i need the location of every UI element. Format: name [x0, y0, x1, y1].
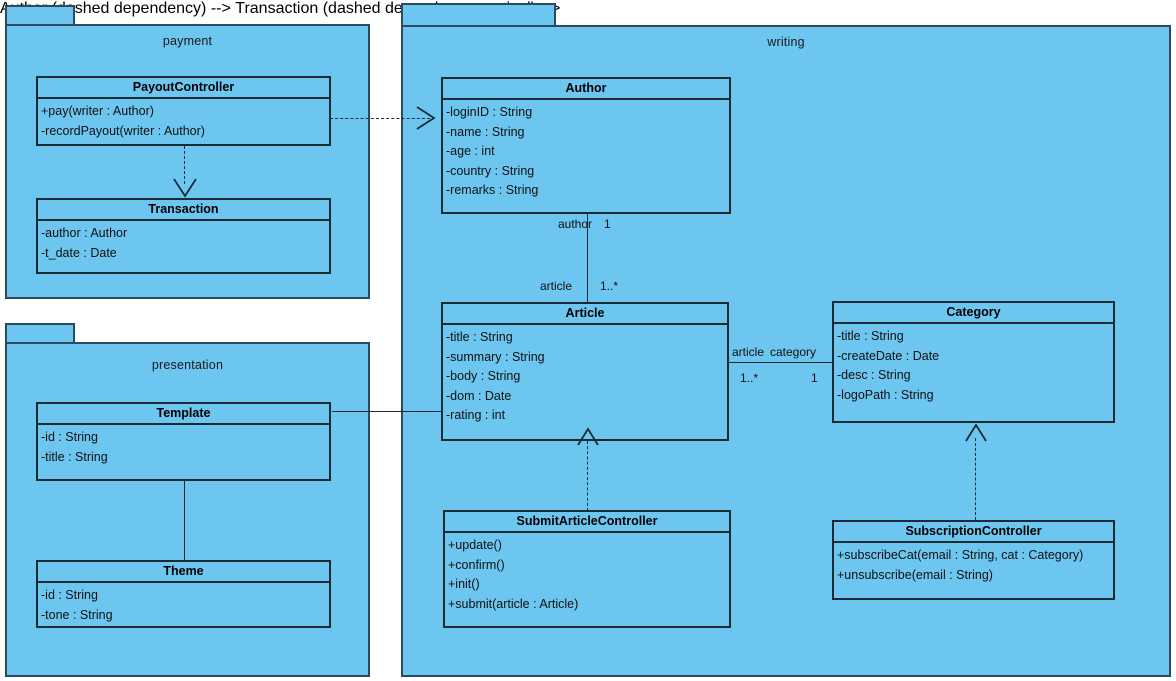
class-article[interactable]: Article -title : String -summary : Strin… — [441, 302, 729, 441]
class-member: -rating : int — [446, 408, 506, 422]
connector-template-theme — [184, 481, 185, 560]
class-member: -title : String — [41, 449, 108, 464]
class-member: -title : String — [837, 329, 904, 343]
connector-author-article — [587, 214, 588, 304]
connector-subscriptioncontroller-category — [975, 438, 976, 520]
class-article-members: -title : String -summary : String -body … — [443, 325, 727, 426]
package-writing-title: writing — [767, 35, 805, 49]
class-template-name: Template — [38, 404, 329, 425]
class-member: +init() — [448, 577, 480, 591]
package-tab-payment — [5, 5, 75, 25]
class-payoutcontroller-members: +pay(writer : Author) -recordPayout(writ… — [38, 99, 329, 141]
class-member: +update() — [448, 538, 502, 552]
arrowhead-hollow-triangle-article — [576, 427, 600, 452]
class-member: -remarks : String — [446, 183, 539, 197]
class-theme-name: Theme — [38, 562, 329, 583]
class-member: -tone : String — [41, 607, 113, 622]
class-member: -recordPayout(writer : Author) — [41, 123, 205, 138]
class-member: -logoPath : String — [837, 387, 934, 402]
package-payment-title: payment — [162, 34, 213, 48]
arrowhead-open-payoutcontroller-transaction — [171, 176, 199, 207]
class-theme-members: -id : String -tone : String — [38, 583, 329, 625]
class-submitarticlecontroller[interactable]: SubmitArticleController +update() +confi… — [443, 510, 731, 628]
class-category-members: -title : String -createDate : Date -desc… — [834, 324, 1113, 405]
class-subscriptioncontroller-name: SubscriptionController — [834, 522, 1113, 543]
connector-payoutcontroller-author — [330, 118, 430, 119]
class-member: -country : String — [446, 163, 535, 178]
package-tab-writing — [401, 3, 556, 26]
class-article-name: Article — [443, 304, 727, 325]
package-presentation-title: presentation — [151, 358, 224, 372]
edge-label-articlecat-source-multiplicity: 1..* — [740, 371, 759, 385]
class-transaction[interactable]: Transaction -author : Author -t_date : D… — [36, 198, 331, 274]
class-transaction-members: -author : Author -t_date : Date — [38, 221, 329, 263]
class-member: +pay(writer : Author) — [41, 104, 154, 118]
class-member: +subscribeCat(email : String, cat : Cate… — [837, 548, 1084, 562]
edge-label-article-role: article — [540, 279, 573, 293]
edge-label-article-multiplicity: 1..* — [600, 279, 619, 293]
class-author-name: Author — [443, 79, 729, 100]
class-member: -id : String — [41, 430, 98, 444]
class-member: +confirm() — [448, 557, 505, 572]
edge-label-articlecat-source-role: article — [732, 345, 765, 359]
class-template[interactable]: Template -id : String -title : String — [36, 402, 331, 481]
class-member: -author : Author — [41, 226, 128, 240]
class-member: -desc : String — [837, 368, 911, 382]
connector-template-article — [332, 411, 442, 412]
class-member: -body : String — [446, 369, 521, 383]
class-member: -loginID : String — [446, 105, 533, 119]
class-member: -summary : String — [446, 349, 545, 364]
class-theme[interactable]: Theme -id : String -tone : String — [36, 560, 331, 628]
class-payoutcontroller-name: PayoutController — [38, 78, 329, 99]
connector-payoutcontroller-transaction — [184, 146, 185, 184]
class-member: -title : String — [446, 330, 513, 344]
class-subscriptioncontroller[interactable]: SubscriptionController +subscribeCat(ema… — [832, 520, 1115, 600]
class-subscriptioncontroller-members: +subscribeCat(email : String, cat : Cate… — [834, 543, 1113, 585]
package-tab-presentation — [5, 323, 75, 343]
class-submitarticlecontroller-members: +update() +confirm() +init() +submit(art… — [445, 533, 729, 614]
class-author-members: -loginID : String -name : String -age : … — [443, 100, 729, 201]
edge-label-author-multiplicity: 1 — [604, 217, 611, 231]
edge-label-articlecat-target-multiplicity: 1 — [811, 371, 818, 385]
class-member: -name : String — [446, 124, 525, 139]
connector-submitarticlecontroller-article — [587, 441, 588, 511]
class-submitarticlecontroller-name: SubmitArticleController — [445, 512, 729, 533]
class-member: +submit(article : Article) — [448, 596, 579, 611]
class-category[interactable]: Category -title : String -createDate : D… — [832, 301, 1115, 423]
class-category-name: Category — [834, 303, 1113, 324]
class-member: -t_date : Date — [41, 245, 117, 260]
arrowhead-hollow-triangle-category — [964, 423, 988, 448]
connector-article-category — [727, 362, 834, 363]
class-transaction-name: Transaction — [38, 200, 329, 221]
class-template-members: -id : String -title : String — [38, 425, 329, 467]
class-member: -createDate : Date — [837, 348, 940, 363]
class-author[interactable]: Author -loginID : String -name : String … — [441, 77, 731, 214]
class-member: -dom : Date — [446, 388, 512, 403]
class-payoutcontroller[interactable]: PayoutController +pay(writer : Author) -… — [36, 76, 331, 146]
class-member: -id : String — [41, 588, 98, 602]
class-member: -age : int — [446, 144, 495, 158]
class-member: +unsubscribe(email : String) — [837, 567, 993, 582]
edge-label-author-role: author — [558, 217, 593, 231]
edge-label-articlecat-target-role: category — [770, 345, 817, 359]
arrowhead-open-payoutcontroller-author — [414, 104, 442, 137]
